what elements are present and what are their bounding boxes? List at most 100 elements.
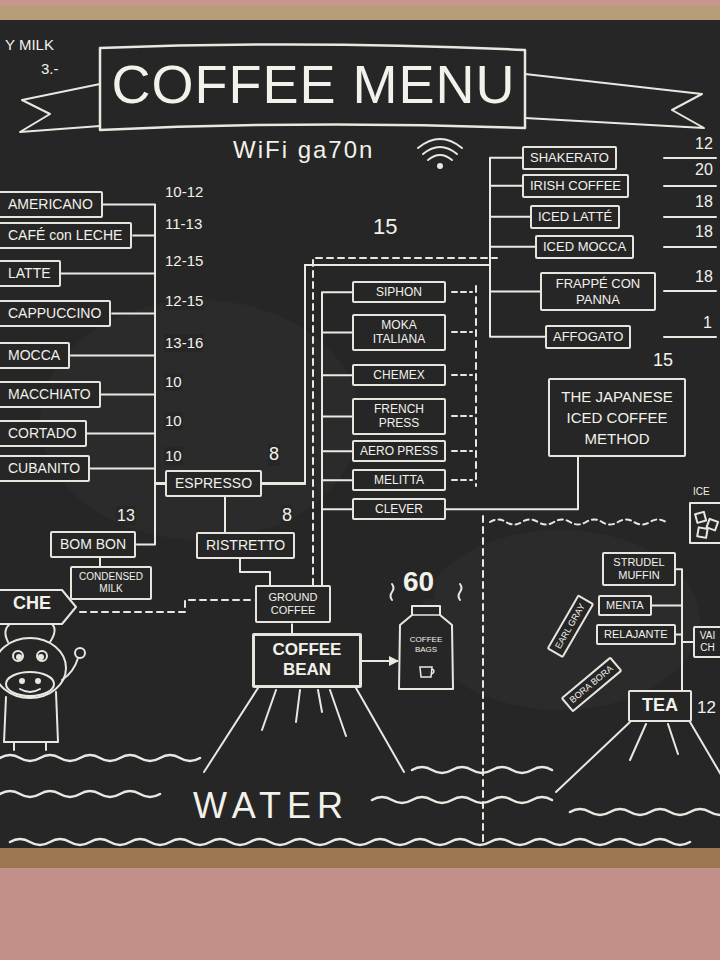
node-text: AFFOGATO: [553, 329, 623, 345]
drink-box: MACCHIATO: [0, 381, 101, 408]
banner-tail: [20, 84, 100, 132]
chalk-connector: [99, 558, 101, 566]
price-label: 1: [702, 313, 713, 332]
steam-mark: [391, 584, 394, 600]
node-text: BORA BORA: [568, 663, 616, 705]
node-text: CHEMEX: [358, 368, 440, 382]
method-box: MOKA ITALIANA: [352, 314, 446, 351]
tea-box: TEA: [628, 690, 692, 722]
chalk-connector: [322, 416, 352, 585]
price-label: 8: [268, 444, 280, 466]
node-text: CAFÉ con LECHE: [8, 227, 122, 244]
espresso-box: ESPRESSO: [165, 470, 262, 497]
node-text: AMERICANO: [8, 196, 93, 213]
mountain: [204, 688, 404, 772]
node-text: IRISH COFFEE: [530, 178, 621, 194]
wifi-icon: [423, 147, 457, 154]
tea-box: STRUDEL MUFFIN: [602, 552, 676, 586]
chalk-connector: [322, 480, 352, 585]
node-text: ICED MOCCA: [543, 239, 626, 255]
price-label: 10-12: [164, 183, 204, 201]
drink-box: CAPPUCCINO: [0, 300, 111, 327]
leche-banner: [0, 590, 76, 624]
node-text: CAPPUCCINO: [8, 305, 101, 322]
method-box: SIPHON: [352, 281, 446, 303]
note-text: Y MILK: [4, 36, 55, 54]
node-text: COFFEE BEAN: [263, 640, 351, 681]
price-line: [664, 216, 716, 218]
chalk-connector: [224, 497, 226, 532]
ice-cube: [695, 512, 706, 523]
method-box: MELITTA: [352, 469, 446, 491]
price-label: 60: [402, 565, 435, 599]
chalk-drawing: [0, 44, 720, 846]
wave: [570, 809, 720, 815]
price-line: [664, 246, 716, 248]
price-label: 13-16: [164, 334, 204, 352]
chalk-connector: [90, 468, 165, 483]
menu-title: COFFEE MENU: [100, 52, 527, 117]
price-label: 12: [696, 698, 717, 718]
banner-text: CHE: [12, 593, 52, 615]
chalk-connector: [362, 660, 398, 662]
price-line: [664, 157, 716, 159]
chalk-connector: [111, 313, 165, 483]
node-text: VAI CH: [698, 630, 717, 654]
node-text: MENTA: [606, 599, 644, 612]
chalk-connector: [322, 292, 352, 585]
price-label: 10: [164, 447, 183, 465]
water-label: WATER: [192, 784, 350, 827]
chalk-connector: [87, 433, 165, 483]
dashed-line: [313, 258, 497, 585]
cow-mouth: [20, 689, 40, 692]
cow-snout: [6, 672, 54, 696]
cow-eye: [17, 655, 21, 659]
drink-box: IRISH COFFEE: [522, 174, 629, 198]
price-label: 20: [694, 160, 714, 179]
price-label: 15: [372, 214, 398, 240]
ice-box: [690, 503, 720, 543]
wall: [0, 868, 720, 960]
price-line: [664, 290, 716, 292]
price-line: [664, 185, 716, 187]
steam-mark: [459, 584, 462, 600]
dashed-line: [475, 286, 477, 486]
cow-head: [0, 638, 66, 698]
ingredient-box: CONDENSED MILK: [70, 566, 152, 600]
price-label: 18: [694, 222, 714, 241]
cow-nostril: [36, 679, 40, 683]
dashed-line: [452, 292, 472, 480]
node-text: COFFEE BAGS: [406, 635, 446, 654]
chalk-connector: [262, 158, 522, 484]
drink-box: RISTRETTO: [196, 532, 295, 559]
drink-box: ICED LATTÉ: [530, 205, 620, 229]
drink-box: AFFOGATO: [545, 325, 631, 349]
frame-top: [0, 6, 720, 22]
wave: [372, 797, 552, 803]
wave: [0, 791, 160, 797]
method-box: THE JAPANESE ICED COFFEE METHOD: [548, 378, 686, 457]
price-label: 10: [164, 412, 183, 430]
drink-box: MOCCA: [0, 342, 70, 369]
node-text: GROUND COFFEE: [261, 591, 325, 617]
node-text: RISTRETTO: [206, 537, 285, 554]
chalk-connector: [262, 265, 540, 483]
ice-cube: [697, 527, 707, 537]
node-text: ICED LATTÉ: [538, 209, 612, 225]
price-label: 18: [694, 267, 714, 286]
drink-box: CAFÉ con LECHE: [0, 222, 132, 249]
node-text: AERO PRESS: [358, 444, 440, 458]
node-text: RELAJANTE: [604, 628, 668, 641]
wifi-label: WiFi ga70n: [232, 136, 375, 165]
drink-box: SHAKERATO: [522, 146, 617, 170]
tea-box: MENTA: [598, 595, 652, 616]
node-text: FRAPPÉ CON PANNA: [548, 276, 648, 307]
chalk-connector: [262, 247, 535, 484]
ice-label: ICE: [692, 486, 711, 498]
cow-eye: [39, 655, 43, 659]
bag-outline: [399, 606, 453, 689]
wifi-icon: [438, 164, 442, 168]
drink-box: CORTADO: [0, 420, 87, 447]
banner-tail: [525, 74, 704, 128]
